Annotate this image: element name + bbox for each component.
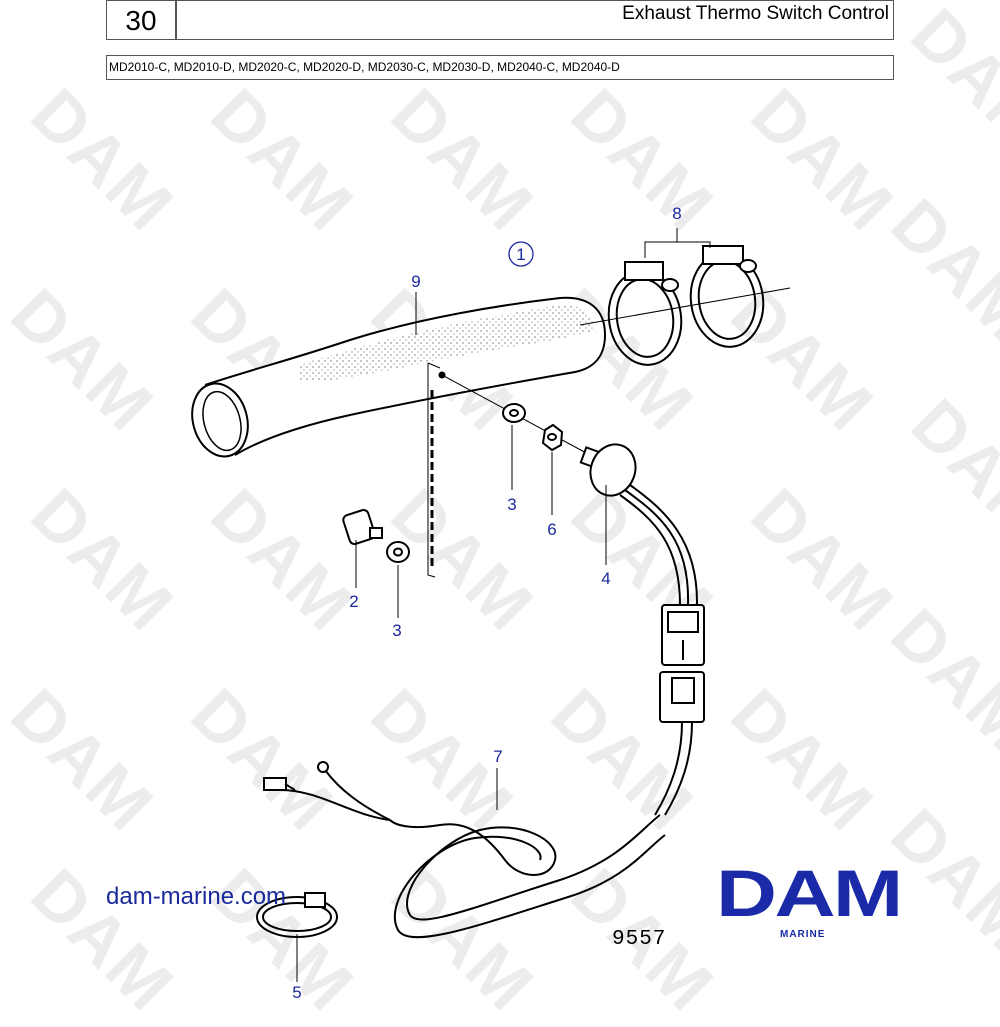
callout-bracket-8 bbox=[644, 228, 711, 258]
dam-logo: DAM bbox=[716, 856, 903, 930]
callout-labels: 9 8 3 6 4 2 3 7 5 bbox=[292, 204, 681, 1000]
callout-7: 7 bbox=[493, 747, 502, 766]
thermo-switch bbox=[579, 443, 699, 606]
hose-clamp bbox=[607, 261, 683, 366]
cable-tie bbox=[256, 892, 338, 938]
note-marker: 1 bbox=[508, 241, 534, 267]
connector bbox=[661, 604, 705, 666]
nut bbox=[541, 423, 564, 452]
callout-6: 6 bbox=[547, 520, 556, 539]
callout-3: 3 bbox=[507, 495, 516, 514]
drawing-number: 9557 bbox=[612, 928, 667, 951]
plug bbox=[342, 509, 383, 545]
callout-3: 3 bbox=[392, 621, 401, 640]
assembly-axis-line bbox=[579, 287, 791, 326]
svg-text:1: 1 bbox=[516, 245, 525, 264]
callout-9: 9 bbox=[411, 272, 420, 291]
connector bbox=[654, 671, 705, 816]
callout-2: 2 bbox=[349, 592, 358, 611]
exhaust-hose bbox=[191, 296, 607, 458]
washer bbox=[502, 403, 526, 423]
callout-8: 8 bbox=[672, 204, 681, 223]
model-list: MD2010-C, MD2010-D, MD2020-C, MD2020-D, … bbox=[106, 55, 894, 80]
leader-lines bbox=[296, 292, 607, 982]
website-link[interactable]: dam-marine.com bbox=[106, 883, 287, 910]
callout-4: 4 bbox=[601, 569, 610, 588]
page-title: Exhaust Thermo Switch Control bbox=[176, 0, 894, 40]
cable-harness bbox=[263, 761, 666, 939]
section-number: 30 bbox=[106, 0, 176, 40]
washer bbox=[386, 541, 410, 563]
callout-5: 5 bbox=[292, 983, 301, 1000]
hose-clamp bbox=[689, 245, 765, 348]
dam-logo-subtext: MARINE bbox=[780, 929, 826, 940]
exploded-diagram: 9 8 3 6 4 2 3 7 5 1 bbox=[191, 204, 791, 1000]
